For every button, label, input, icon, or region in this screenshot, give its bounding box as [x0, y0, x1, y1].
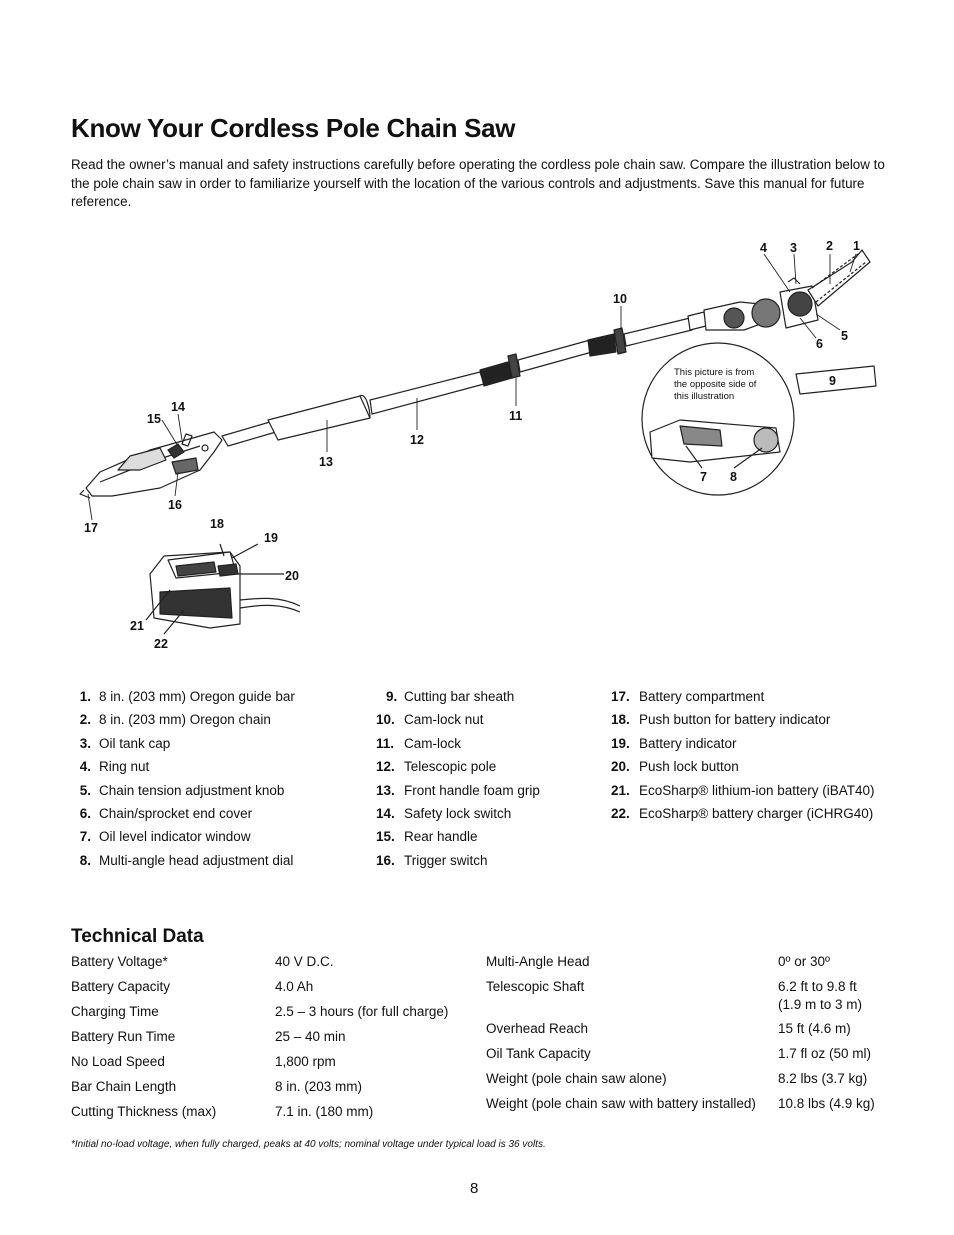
technical-data-table-left: Battery Voltage*40 V D.C. Battery Capaci… [71, 953, 448, 1128]
foam-grip-drawing [221, 394, 371, 447]
pole-drawing [369, 311, 707, 415]
callout-14: 14 [171, 400, 185, 414]
inset-note-line-1: This picture is from [674, 367, 754, 378]
inset-note-line-3: this illustration [674, 391, 734, 402]
page-title: Know Your Cordless Pole Chain Saw [71, 113, 516, 143]
callout-9: 9 [829, 374, 836, 388]
callout-21: 21 [130, 619, 144, 633]
saw-head-drawing [703, 249, 871, 331]
callout-3: 3 [790, 241, 797, 255]
rear-handle-drawing [79, 431, 223, 499]
diagram-callouts: 1 2 3 4 5 6 7 8 9 10 11 12 13 14 15 16 1… [84, 239, 860, 651]
callout-6: 6 [816, 337, 823, 351]
footnote: *Initial no-load voltage, when fully cha… [71, 1139, 546, 1150]
intro-paragraph: Read the owner’s manual and safety instr… [71, 157, 885, 209]
battery-charger-drawing [145, 543, 301, 635]
callout-12: 12 [410, 433, 424, 447]
callout-19: 19 [264, 531, 278, 545]
callout-20: 20 [285, 569, 299, 583]
callout-10: 10 [613, 292, 627, 306]
callout-17: 17 [84, 521, 98, 535]
inset-note: This picture is from the opposite side o… [674, 367, 757, 402]
callout-4: 4 [760, 241, 767, 255]
callout-13: 13 [319, 455, 333, 469]
table-row: Weight (pole chain saw with battery inst… [486, 1096, 875, 1111]
callout-16: 16 [168, 498, 182, 512]
technical-data-heading: Technical Data [71, 926, 204, 947]
callout-15: 15 [147, 412, 161, 426]
inset-note-line-2: the opposite side of [674, 379, 757, 390]
table-row: Battery Voltage*40 V D.C. [71, 954, 334, 969]
table-row: Weight (pole chain saw alone)8.2 lbs (3.… [486, 1071, 868, 1086]
page-number: 8 [470, 1180, 479, 1197]
table-row: Cutting Thickness (max)7.1 in. (180 mm) [71, 1104, 374, 1119]
callout-2: 2 [826, 239, 833, 253]
pole-saw-illustration: 1 2 3 4 5 6 7 8 9 10 11 12 13 14 15 16 1… [79, 239, 877, 651]
callout-11: 11 [509, 409, 522, 423]
callout-7: 7 [700, 470, 707, 484]
inset-detail [641, 342, 877, 496]
callout-22: 22 [154, 637, 168, 651]
callout-8: 8 [730, 470, 737, 484]
callout-18: 18 [210, 517, 224, 531]
callout-5: 5 [841, 329, 848, 343]
callout-1: 1 [853, 239, 860, 253]
